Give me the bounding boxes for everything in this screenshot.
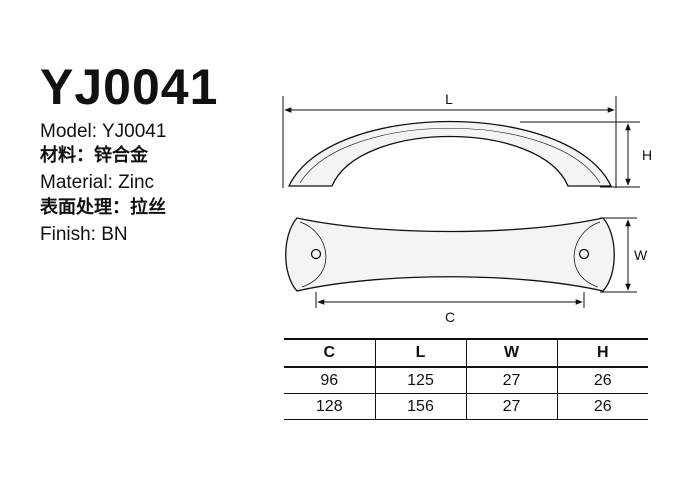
dim-label-H: H [642,147,652,163]
dim-label-C: C [445,309,455,325]
cell-H: 26 [556,393,648,420]
cell-C: 128 [284,393,375,420]
spec-model: Model: YJ0041 [40,121,167,142]
spec-finish-cn: 表面处理：拉丝 [40,197,166,218]
cell-W: 27 [465,393,557,420]
column-header-H: H [556,338,648,368]
dimension-C [315,292,585,308]
table-row: 96 125 27 26 [284,367,648,394]
dimension-W [600,217,637,293]
column-header-C: C [284,338,375,368]
handle-drawing: L H W C [282,91,652,325]
cell-L: 156 [374,393,466,420]
column-header-W: W [465,338,557,368]
model-title: YJ0041 [40,59,219,115]
handle-top-view [285,217,615,292]
cell-C: 96 [284,367,375,394]
dimension-H [520,121,640,188]
dimensions-table: C L W H 96 125 27 26 128 156 27 26 [284,338,648,420]
cell-L: 125 [374,367,466,394]
table-header-row: C L W H [284,338,648,368]
spec-material-cn: 材料：锌合金 [40,145,148,166]
dimension-L [282,96,617,188]
spec-material: Material: Zinc [40,172,155,193]
cell-W: 27 [465,367,557,394]
cell-H: 26 [556,367,648,394]
spec-finish: Finish: BN [40,224,128,245]
dim-label-L: L [445,91,453,107]
handle-side-view [287,120,613,187]
column-header-L: L [374,338,466,368]
table-row: 128 156 27 26 [284,393,648,420]
dim-label-W: W [634,247,648,263]
